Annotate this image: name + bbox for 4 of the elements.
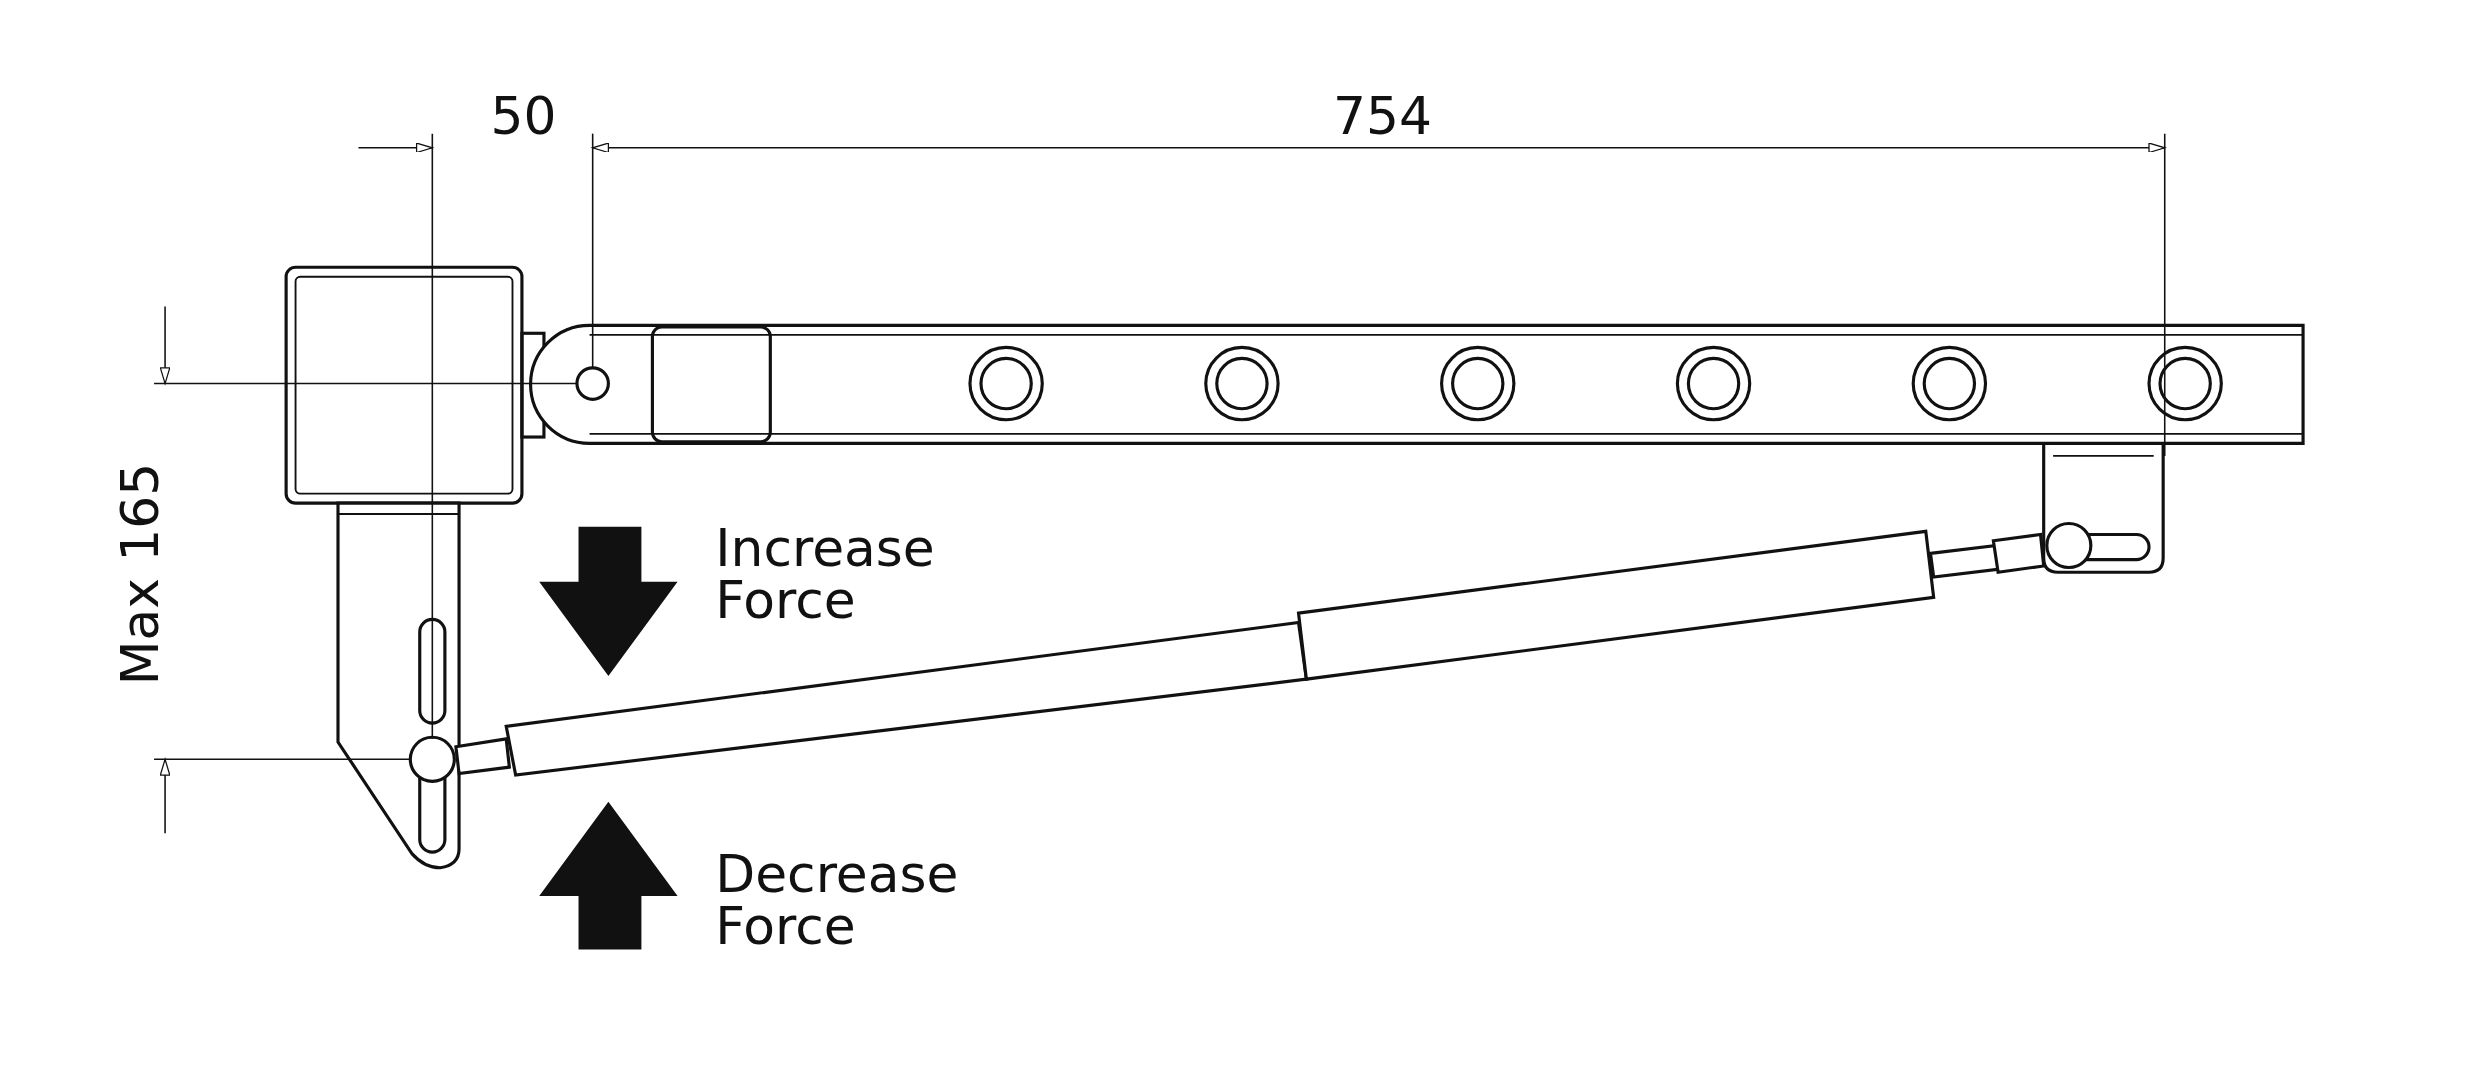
force-label: Increase Force	[715, 523, 936, 628]
dimension-label: Max 165	[115, 462, 168, 686]
dimension-label: 50	[490, 91, 557, 144]
dimension-label: 754	[1333, 91, 1433, 144]
